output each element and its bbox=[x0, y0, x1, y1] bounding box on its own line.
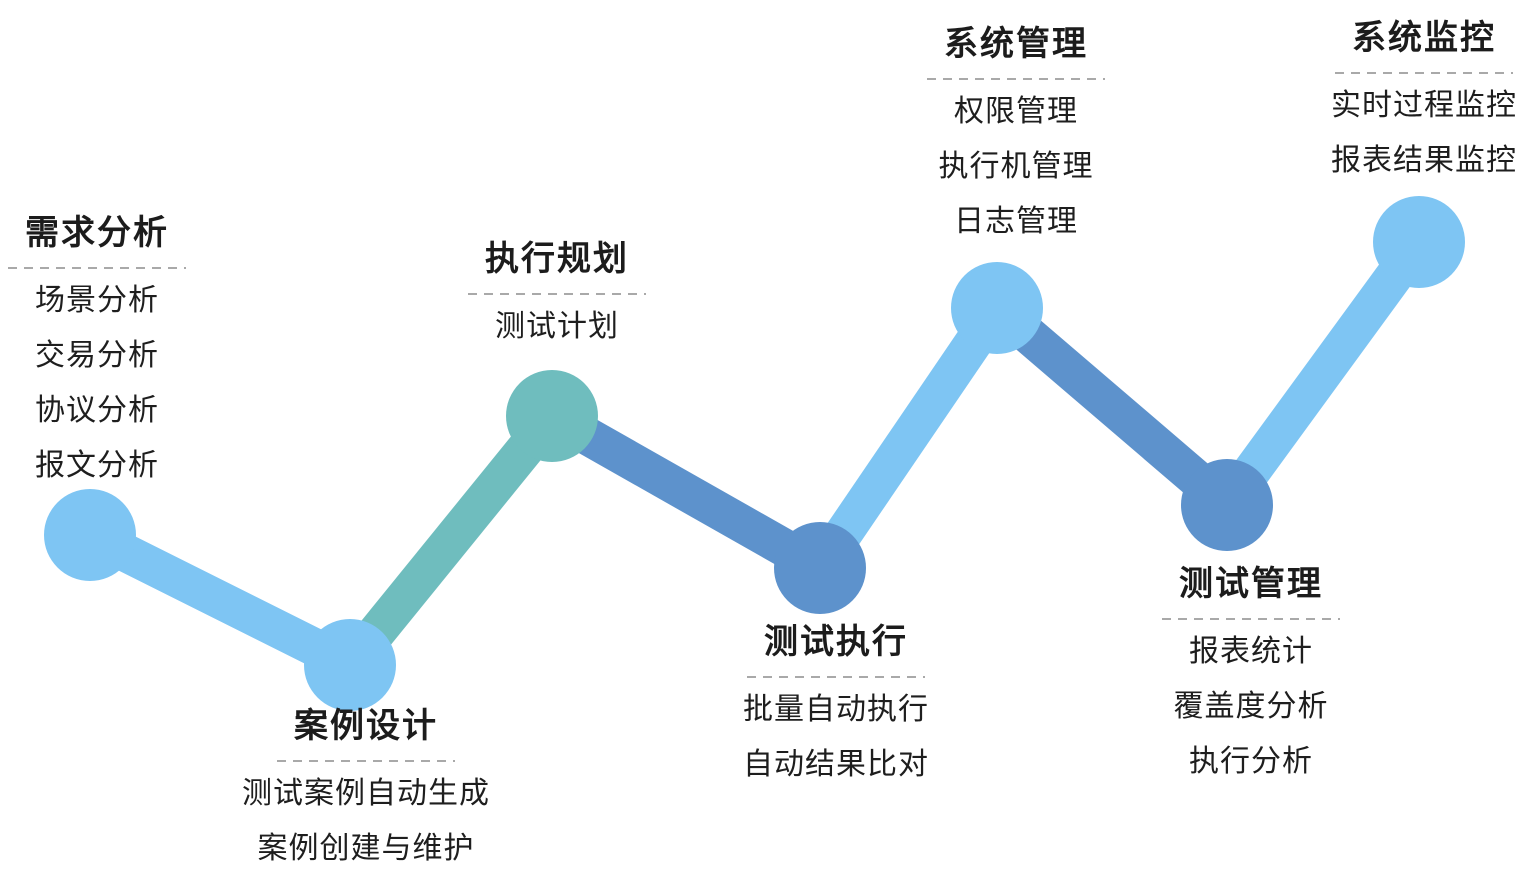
dashed-divider bbox=[1162, 618, 1340, 620]
stage-title-test-management: 测试管理 bbox=[1179, 565, 1323, 603]
stage-item: 报文分析 bbox=[35, 449, 159, 482]
link-execution-planning-to-test-execution bbox=[542, 399, 830, 585]
link-system-management-to-test-management bbox=[984, 293, 1240, 520]
stage-item: 权限管理 bbox=[954, 95, 1078, 128]
stage-label-system-monitoring: 系统监控实时过程监控报表结果监控 bbox=[1254, 18, 1532, 188]
stage-label-execution-planning: 执行规划测试计划 bbox=[387, 239, 727, 354]
stage-item-list: 测试案例自动生成案例创建与维护 bbox=[196, 766, 536, 873]
stage-item: 交易分析 bbox=[35, 339, 159, 372]
stage-item: 测试案例自动生成 bbox=[242, 777, 490, 810]
stage-item-list: 批量自动执行自动结果比对 bbox=[666, 682, 1006, 792]
stage-item: 覆盖度分析 bbox=[1173, 690, 1329, 723]
dashed-divider bbox=[8, 267, 186, 269]
dashed-divider bbox=[927, 78, 1105, 80]
stage-item: 协议分析 bbox=[35, 394, 159, 427]
stage-title-test-execution: 测试执行 bbox=[764, 623, 908, 661]
stage-label-requirements-analysis: 需求分析场景分析交易分析协议分析报文分析 bbox=[0, 213, 267, 493]
link-test-execution-to-system-management bbox=[804, 297, 1013, 579]
stage-label-test-execution: 测试执行批量自动执行自动结果比对 bbox=[666, 622, 1006, 792]
stage-label-test-management: 测试管理报表统计覆盖度分析执行分析 bbox=[1081, 564, 1421, 789]
stage-item-list: 实时过程监控报表结果监控 bbox=[1254, 78, 1532, 188]
dashed-divider bbox=[468, 293, 646, 295]
stage-item: 报表统计 bbox=[1189, 635, 1313, 668]
stage-title-execution-planning: 执行规划 bbox=[485, 240, 629, 278]
node-case-design bbox=[304, 619, 396, 711]
stage-title-system-management: 系统管理 bbox=[944, 25, 1088, 63]
stage-title-requirements-analysis: 需求分析 bbox=[25, 214, 169, 252]
link-requirements-analysis-to-case-design bbox=[81, 518, 359, 682]
node-requirements-analysis bbox=[44, 489, 136, 581]
node-test-execution bbox=[774, 522, 866, 614]
stage-title-case-design: 案例设计 bbox=[294, 707, 438, 745]
dashed-divider bbox=[277, 760, 455, 762]
stage-item: 日志管理 bbox=[954, 205, 1078, 238]
stage-label-system-management: 系统管理权限管理执行机管理日志管理 bbox=[846, 24, 1186, 249]
dashed-divider bbox=[1335, 72, 1513, 74]
stage-label-case-design: 案例设计测试案例自动生成案例创建与维护 bbox=[196, 706, 536, 873]
stage-item: 测试计划 bbox=[495, 310, 619, 343]
stage-item-list: 报表统计覆盖度分析执行分析 bbox=[1081, 624, 1421, 789]
node-execution-planning bbox=[506, 370, 598, 462]
stage-item: 案例创建与维护 bbox=[257, 832, 475, 865]
stage-item: 自动结果比对 bbox=[743, 748, 929, 781]
stage-item: 实时过程监控 bbox=[1331, 89, 1517, 122]
stage-item: 场景分析 bbox=[35, 284, 159, 317]
stage-item: 报表结果监控 bbox=[1331, 144, 1517, 177]
stage-item-list: 场景分析交易分析协议分析报文分析 bbox=[0, 273, 267, 493]
node-system-monitoring bbox=[1373, 196, 1465, 288]
stage-item: 执行分析 bbox=[1189, 745, 1313, 778]
stage-title-system-monitoring: 系统监控 bbox=[1352, 19, 1496, 57]
link-test-management-to-system-monitoring bbox=[1211, 230, 1435, 517]
node-system-management bbox=[951, 262, 1043, 354]
stage-item: 执行机管理 bbox=[938, 150, 1094, 183]
stage-item: 批量自动执行 bbox=[743, 693, 929, 726]
dashed-divider bbox=[747, 676, 925, 678]
link-case-design-to-execution-planning bbox=[335, 404, 567, 677]
stage-item-list: 权限管理执行机管理日志管理 bbox=[846, 84, 1186, 249]
node-test-management bbox=[1181, 459, 1273, 551]
stage-item-list: 测试计划 bbox=[387, 299, 727, 354]
